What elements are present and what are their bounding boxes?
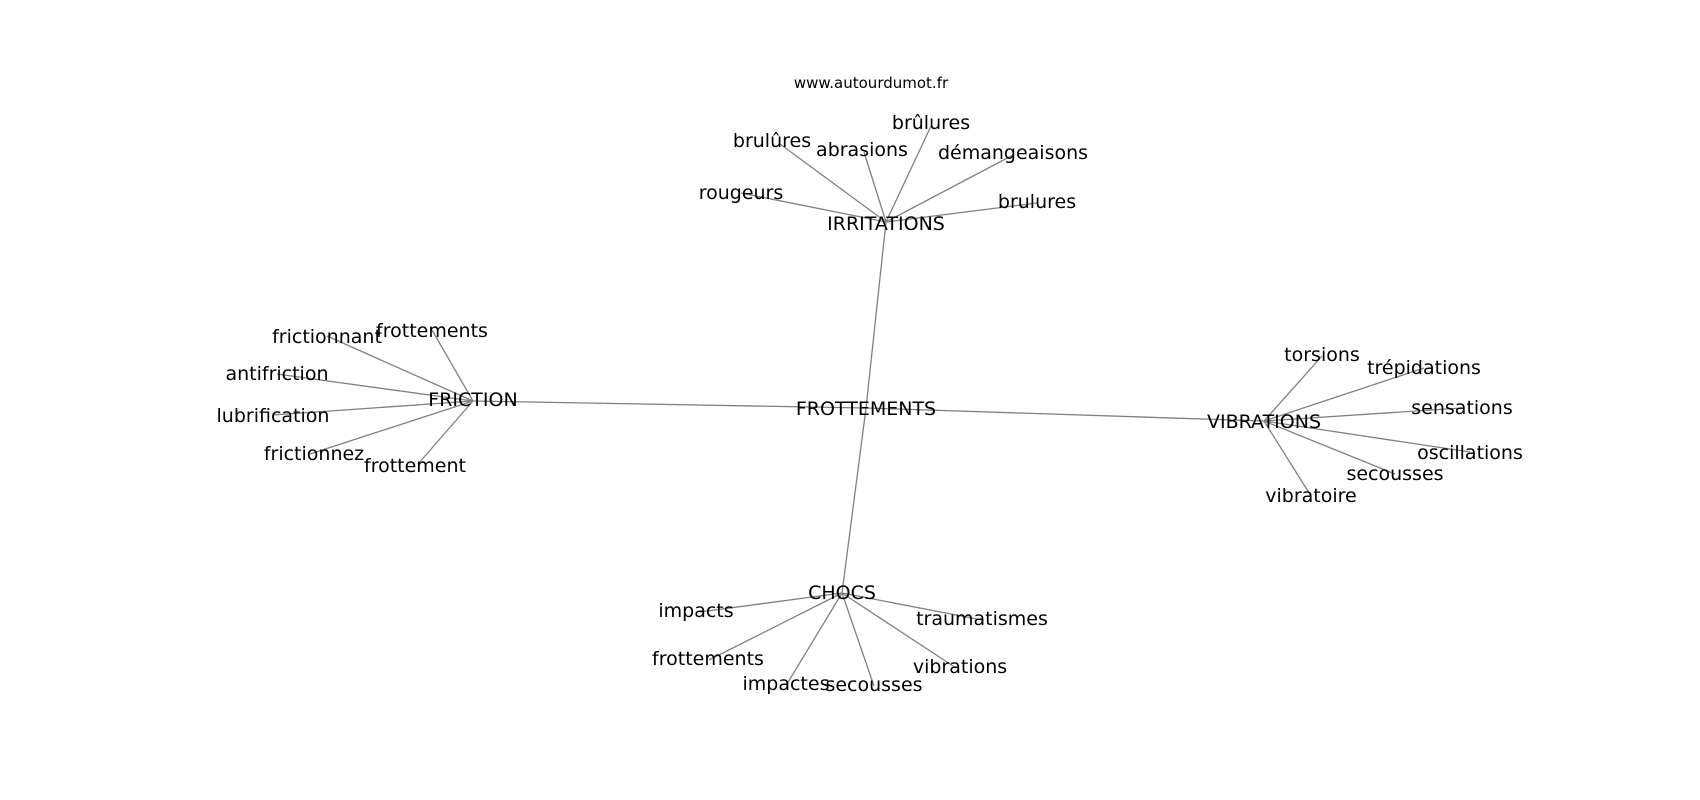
edge-chocs-leaf [841,592,875,687]
leaf-label: secousses [1346,463,1443,485]
edge-irritations-leaf [740,192,887,223]
edge-center-friction [472,400,867,409]
edge-friction-leaf [417,400,474,465]
leaf-label: frictionnant [272,326,382,348]
hub-friction-label: FRICTION [428,389,517,411]
edge-center-irritations [865,221,887,409]
edge-vibrations-leaf [1263,367,1425,422]
edge-center-chocs [841,407,867,594]
edge-chocs-leaf [708,592,843,661]
edge-chocs-leaf [786,592,843,685]
leaf-label: abrasions [816,139,908,161]
leaf-label: vibratoire [1265,485,1356,507]
leaf-label: frottements [652,648,764,670]
edge-irritations-leaf [863,151,887,223]
leaf-label: trépidations [1367,357,1481,379]
edge-friction-leaf [309,400,474,455]
edge-friction-leaf [431,329,474,402]
edge-irritations-leaf [885,125,932,223]
leaf-label: démangeaisons [938,142,1088,164]
leaf-label: frottement [364,455,466,477]
edge-irritations-leaf [885,202,1038,223]
leaf-label: frictionnez [264,443,364,465]
center-node-label: FROTTEMENTS [796,398,936,420]
chocs-edges [699,592,983,687]
edge-vibrations-leaf [1263,420,1396,475]
leaf-label: oscillations [1417,442,1523,464]
edge-friction-leaf [326,335,474,402]
friction-edges [272,329,474,465]
edge-friction-leaf [272,400,474,416]
leaf-label: antifriction [225,363,328,385]
hub-edges [472,221,1265,594]
edge-vibrations-leaf [1263,420,1312,497]
leaf-label: torsions [1284,344,1360,366]
edge-irritations-leaf [779,143,887,223]
hub-vibrations-label: VIBRATIONS [1207,411,1321,433]
leaf-label: impactes [743,673,830,695]
edge-vibrations-leaf [1263,420,1471,453]
edge-chocs-leaf [699,592,843,613]
irritations-edges [740,125,1038,223]
edge-vibrations-leaf [1263,355,1323,422]
edge-chocs-leaf [841,592,957,669]
leaf-label: secousses [825,674,922,696]
edge-irritations-leaf [885,154,1014,223]
hub-irritations-label: IRRITATIONS [827,213,945,235]
hub-chocs-label: CHOCS [808,582,876,604]
leaf-label: rougeurs [699,182,784,204]
edge-vibrations-leaf [1263,407,1463,422]
edge-center-vibrations [865,407,1265,422]
leaf-label: sensations [1411,397,1512,419]
leaf-label: traumatismes [916,608,1048,630]
leaf-label: frottements [376,320,488,342]
leaf-label: lubrification [217,405,330,427]
source-label: www.autourdumot.fr [794,74,949,92]
leaf-label: vibrations [913,656,1007,678]
leaf-label: brulûres [733,130,811,152]
leaf-label: brûlures [892,112,970,134]
vibrations-edges [1263,355,1471,497]
leaf-label: brulures [998,191,1076,213]
edge-chocs-leaf [841,592,983,621]
edge-friction-leaf [276,373,474,402]
leaf-label: impacts [658,600,733,622]
